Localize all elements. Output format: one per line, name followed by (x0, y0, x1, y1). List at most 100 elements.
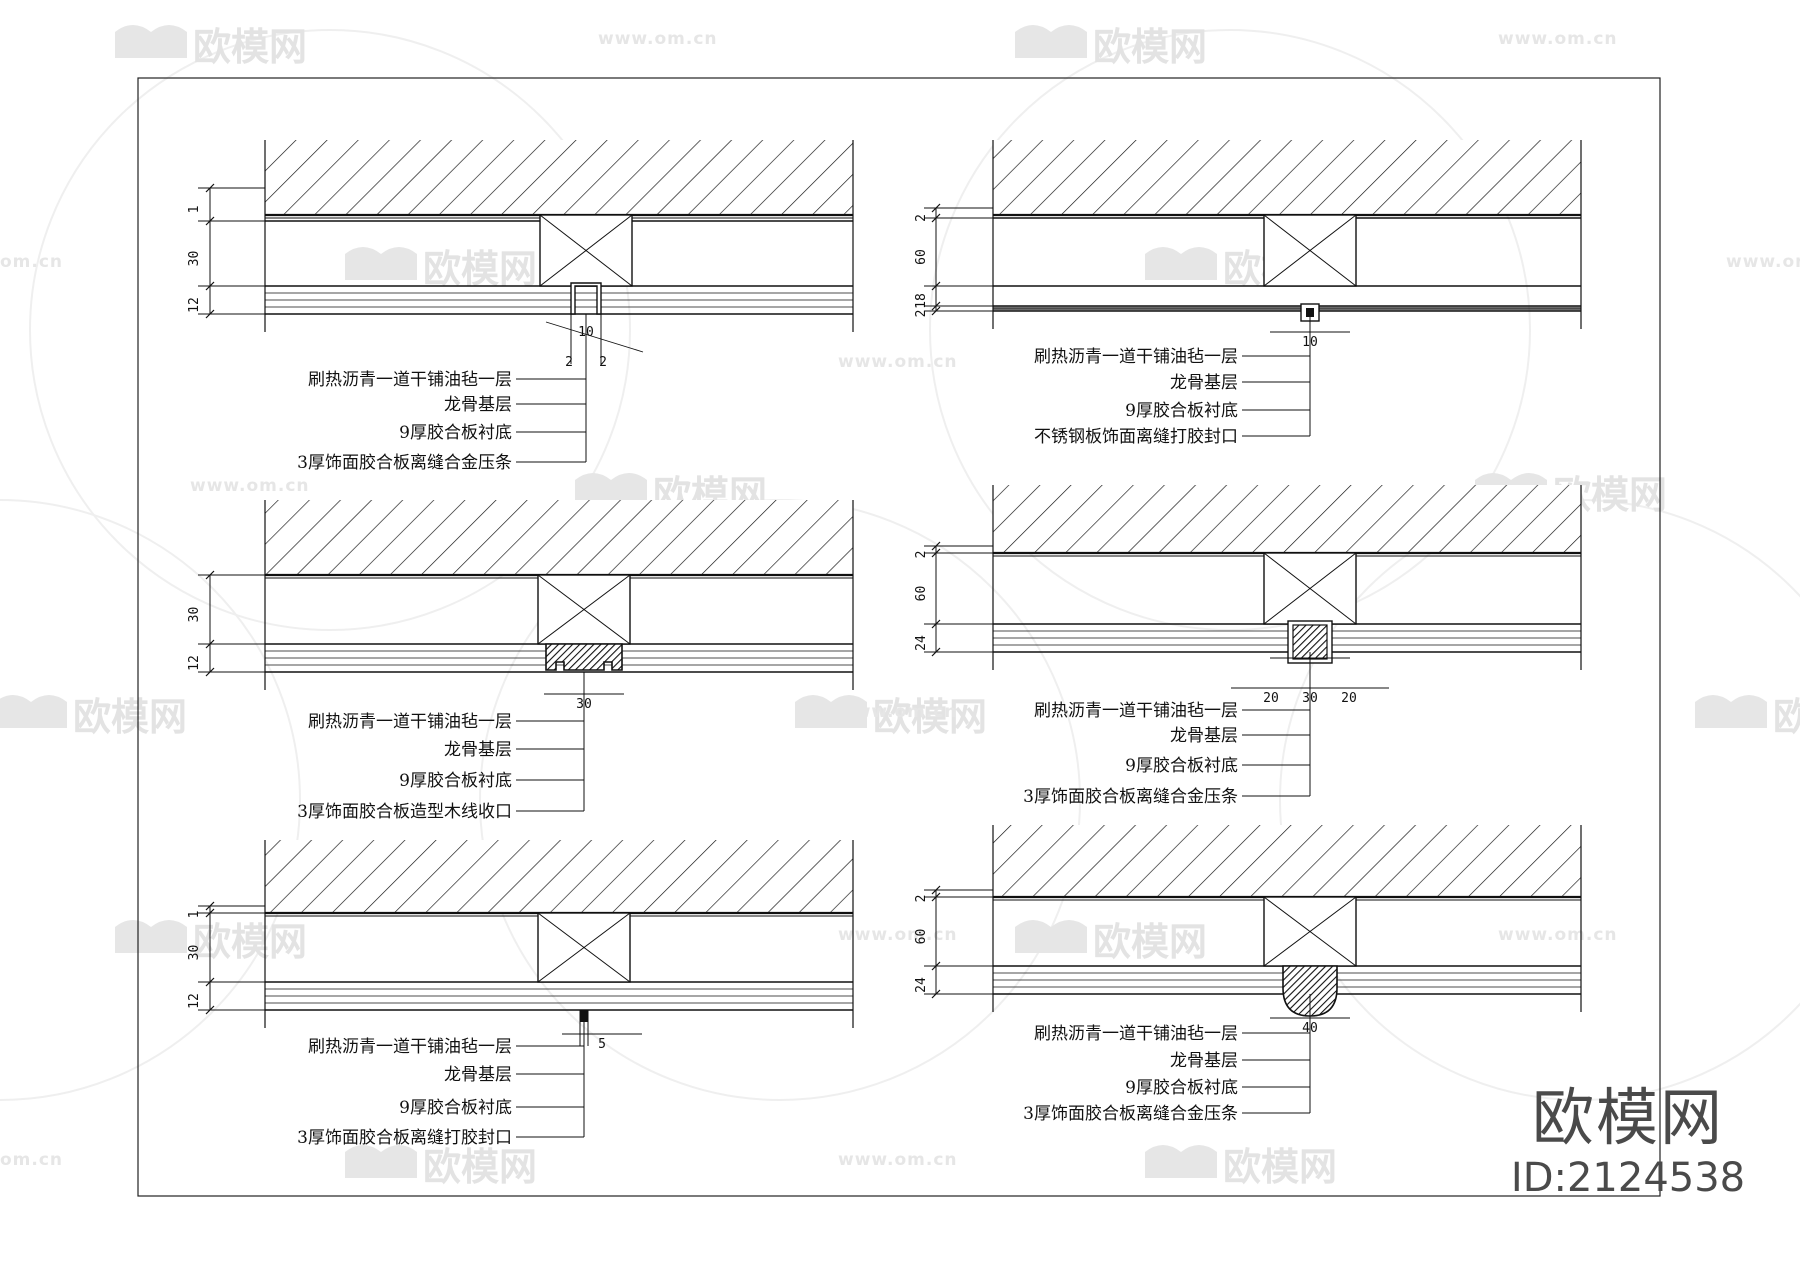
dim-left-value: 30 (187, 251, 202, 267)
dim-left-value: 30 (187, 607, 202, 623)
watermark-url: om.cn (0, 252, 63, 272)
watermark-url: www.om.cn (838, 1150, 958, 1170)
dim-tick (931, 541, 941, 551)
watermark-url: www.om.cn (598, 29, 718, 49)
dim-tick (931, 548, 941, 558)
dim-left-value: 18 (914, 293, 929, 309)
material-label: 刷热沥青一道干铺油毡一层 (308, 1037, 512, 1057)
section-detail-6: 2602440刷热沥青一道干铺油毡一层龙骨基层9厚胶合板衬底3厚饰面胶合板离缝合… (914, 825, 1582, 1124)
sofa-logo-icon (1145, 247, 1217, 280)
keel-cross (1263, 214, 1357, 287)
dim-tick (931, 619, 941, 629)
material-label: 3厚饰面胶合板离缝合金压条 (1023, 1104, 1238, 1124)
material-label: 刷热沥青一道干铺油毡一层 (308, 370, 512, 390)
brand-id: ID:2124538 (1510, 1155, 1746, 1201)
material-label: 龙骨基层 (1170, 1051, 1238, 1071)
wood-molding (545, 643, 623, 671)
material-label: 9厚胶合板衬底 (399, 771, 512, 791)
sofa-logo-icon (115, 25, 187, 58)
alloy-strip (570, 282, 602, 315)
watermark-url: www.om.cn (1726, 252, 1800, 272)
dim-tick (205, 309, 215, 319)
dim-tick (205, 570, 215, 580)
dim-line-horizontal (545, 321, 644, 353)
watermark-brand: 欧模网 (1223, 1145, 1337, 1189)
dim-tick (931, 281, 941, 291)
watermark-url: www.om.cn (838, 352, 958, 372)
material-label: 龙骨基层 (444, 395, 512, 415)
dim-tick (205, 667, 215, 677)
dim-left-value: 1 (187, 206, 202, 214)
sofa-logo-icon (795, 695, 867, 728)
watermark-url: www.om.cn (190, 476, 310, 496)
sofa-logo-icon (345, 1145, 417, 1178)
keel-cross (1263, 552, 1357, 625)
dim-left-value: 12 (187, 993, 202, 1009)
dim-left-value: 12 (187, 297, 202, 313)
dim-tick (205, 216, 215, 226)
dim-tick (205, 281, 215, 291)
dim-left-value: 2 (914, 214, 929, 222)
dim-bottom-value: 20 (1341, 691, 1357, 706)
watermark-logo: 欧模网 (0, 695, 187, 739)
material-label: 9厚胶合板衬底 (399, 423, 512, 443)
dim-tick (931, 647, 941, 657)
watermark-brand: 欧模网 (193, 920, 307, 964)
watermark-brand: 欧模网 (423, 247, 537, 291)
dim-left-value: 1 (187, 911, 202, 919)
watermark-logo: 欧模网 (345, 1145, 537, 1189)
sofa-logo-icon (345, 247, 417, 280)
keel-cross (1263, 896, 1357, 967)
watermark-brand: 欧模网 (1773, 695, 1800, 739)
dim-tick (931, 301, 941, 311)
dim-bottom-value: 2 (599, 355, 607, 370)
material-label: 龙骨基层 (444, 740, 512, 760)
watermark-url: www.om.cn (1498, 925, 1618, 945)
watermark-url: www.om.cn (838, 925, 958, 945)
material-label: 刷热沥青一道干铺油毡一层 (1034, 701, 1238, 721)
dim-tick (205, 908, 215, 918)
dim-left-value: 24 (914, 977, 929, 993)
dim-bottom-value: 5 (598, 1037, 606, 1052)
material-label: 9厚胶合板衬底 (1125, 401, 1238, 421)
material-label: 9厚胶合板衬底 (399, 1098, 512, 1118)
dim-tick (931, 213, 941, 223)
dim-left-value: 2 (914, 310, 929, 318)
brand-name: 欧模网 (1531, 1081, 1724, 1154)
material-label: 3厚饰面胶合板离缝合金压条 (1023, 787, 1238, 807)
material-label: 3厚饰面胶合板离缝打胶封口 (297, 1128, 512, 1148)
concrete-slab-hatch (993, 140, 1581, 215)
sofa-logo-icon (575, 473, 647, 506)
dim-left-value: 60 (914, 929, 929, 945)
section-detail-2: 26018210刷热沥青一道干铺油毡一层龙骨基层9厚胶合板衬底不锈钢板饰面离缝打… (914, 140, 1582, 447)
dim-left-value: 12 (187, 655, 202, 671)
concrete-slab-hatch (993, 485, 1581, 553)
section-detail-3: 301230刷热沥青一道干铺油毡一层龙骨基层9厚胶合板衬底3厚饰面胶合板造型木线… (187, 500, 854, 822)
dim-left-value: 24 (914, 635, 929, 651)
dim-tick (931, 892, 941, 902)
watermark-brand: 欧模网 (873, 695, 987, 739)
sofa-logo-icon (1145, 1145, 1217, 1178)
material-label: 刷热沥青一道干铺油毡一层 (1034, 1024, 1238, 1044)
sofa-logo-icon (1695, 695, 1767, 728)
dim-tick (931, 989, 941, 999)
dim-tick (205, 977, 215, 987)
watermark-url: om.cn (0, 1150, 63, 1170)
dim-tick (931, 306, 941, 316)
watermark-logo: 欧模网 (1015, 25, 1207, 69)
concrete-slab-hatch (265, 140, 853, 215)
dim-tick (205, 901, 215, 911)
section-detail-5: 130125刷热沥青一道干铺油毡一层龙骨基层9厚胶合板衬底3厚饰面胶合板离缝打胶… (187, 840, 854, 1148)
material-label: 龙骨基层 (444, 1065, 512, 1085)
watermark-logo: 欧模网 (345, 247, 537, 291)
watermark-logo: 欧模网 (1695, 695, 1800, 739)
sofa-logo-icon (0, 695, 67, 728)
material-label: 不锈钢板饰面离缝打胶封口 (1034, 427, 1238, 447)
dim-left-value: 60 (914, 586, 929, 602)
dim-left-value: 60 (914, 249, 929, 265)
material-label: 刷热沥青一道干铺油毡一层 (1034, 347, 1238, 367)
concrete-slab-hatch (265, 500, 853, 575)
